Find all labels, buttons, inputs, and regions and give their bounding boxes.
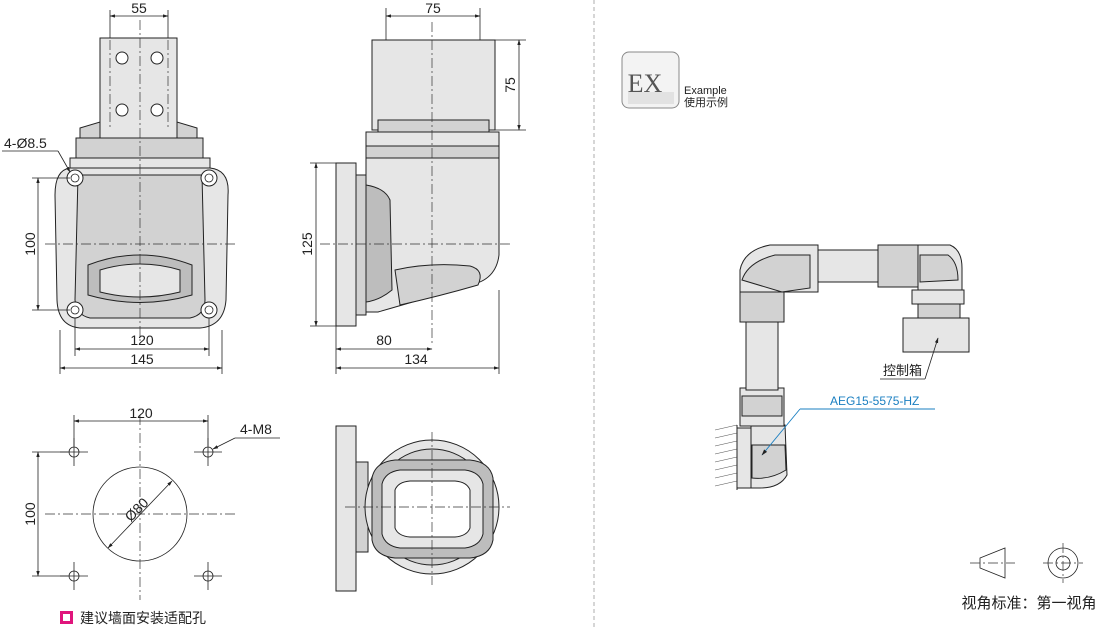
example-badge-text: EX	[628, 69, 663, 98]
legend-text: 建议墙面安装适配孔	[80, 610, 206, 626]
dim-mount-thread: 4-M8	[240, 421, 272, 437]
dim-mount-100: 100	[22, 502, 38, 526]
part-number-label: AEG15-5575-HZ	[830, 394, 919, 408]
dim-side-width: 75	[425, 0, 441, 16]
dim-side-134: 134	[404, 351, 428, 367]
bottom-view	[335, 425, 510, 592]
example-badge	[621, 51, 680, 109]
dim-side-125: 125	[299, 232, 315, 256]
dim-width-120: 120	[130, 332, 154, 348]
example-label-cn: 使用示例	[684, 95, 728, 109]
dim-height-100: 100	[22, 232, 38, 256]
front-view	[2, 10, 235, 374]
dim-mount-120: 120	[129, 405, 153, 421]
projection-label: 视角标准：第一视角	[961, 594, 1096, 612]
dim-mount-dia: Ø80	[121, 494, 151, 524]
dim-top-width: 55	[131, 0, 147, 16]
dim-side-height: 75	[502, 77, 518, 93]
control-box-label: 控制箱	[883, 363, 922, 378]
example-assembly	[714, 244, 970, 490]
dim-width-145: 145	[130, 351, 154, 367]
mounting-pattern	[32, 415, 280, 600]
projection-symbol	[970, 543, 1083, 583]
side-view	[310, 8, 526, 374]
example-label-en: Example	[684, 85, 727, 97]
dim-side-80: 80	[376, 332, 392, 348]
dim-bolt-holes: 4-Ø8.5	[4, 135, 47, 151]
